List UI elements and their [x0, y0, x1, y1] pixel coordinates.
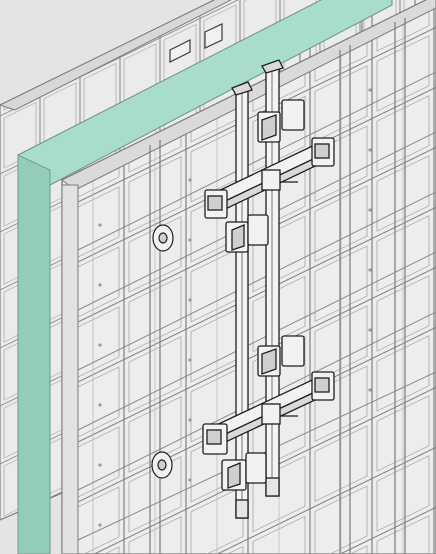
alignment-clamp-icon — [204, 99, 335, 253]
alignment-clamp-icon — [202, 335, 335, 491]
formwork-panel-front-icon — [61, 0, 436, 554]
filler-strip-icon — [17, 0, 393, 554]
wedge-clamp-icon — [151, 224, 174, 479]
tie-nut-icon — [169, 23, 223, 63]
